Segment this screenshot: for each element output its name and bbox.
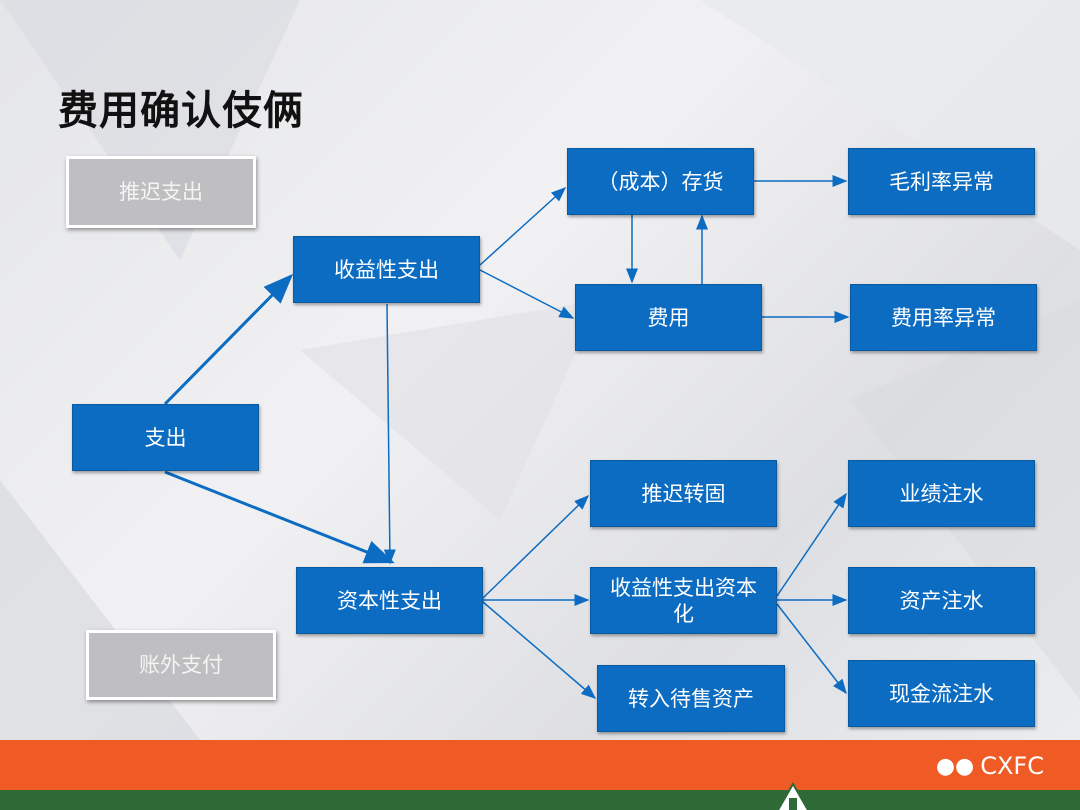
node-inventory: （成本）存货: [567, 148, 754, 215]
node-gross-margin: 毛利率异常: [848, 148, 1035, 215]
node-off-book: 账外支付: [86, 630, 276, 700]
node-expense: 费用: [575, 284, 762, 351]
footer-bar: [0, 740, 1080, 790]
footer-green-strip: [0, 790, 1080, 810]
node-capitalize: 收益性支出资本化: [590, 567, 777, 634]
footer-brand: ●● CXFC: [936, 752, 1044, 780]
node-defer-capitalization: 推迟转固: [590, 460, 777, 527]
page-title: 费用确认伎俩: [58, 88, 304, 134]
node-cashflow-inflation: 现金流注水: [848, 660, 1035, 727]
node-performance-inflation: 业绩注水: [848, 460, 1035, 527]
node-expenditure: 支出: [72, 404, 259, 471]
node-asset-inflation: 资产注水: [848, 567, 1035, 634]
node-held-for-sale: 转入待售资产: [597, 665, 785, 732]
node-expense-ratio: 费用率异常: [850, 284, 1037, 351]
logo-icon: [777, 782, 809, 810]
node-revenue-expenditure: 收益性支出: [293, 236, 480, 303]
wechat-icon: ●●: [935, 753, 975, 779]
node-capital-expenditure: 资本性支出: [296, 567, 483, 634]
node-defer-expense: 推迟支出: [66, 156, 256, 228]
brand-text: CXFC: [980, 752, 1044, 780]
